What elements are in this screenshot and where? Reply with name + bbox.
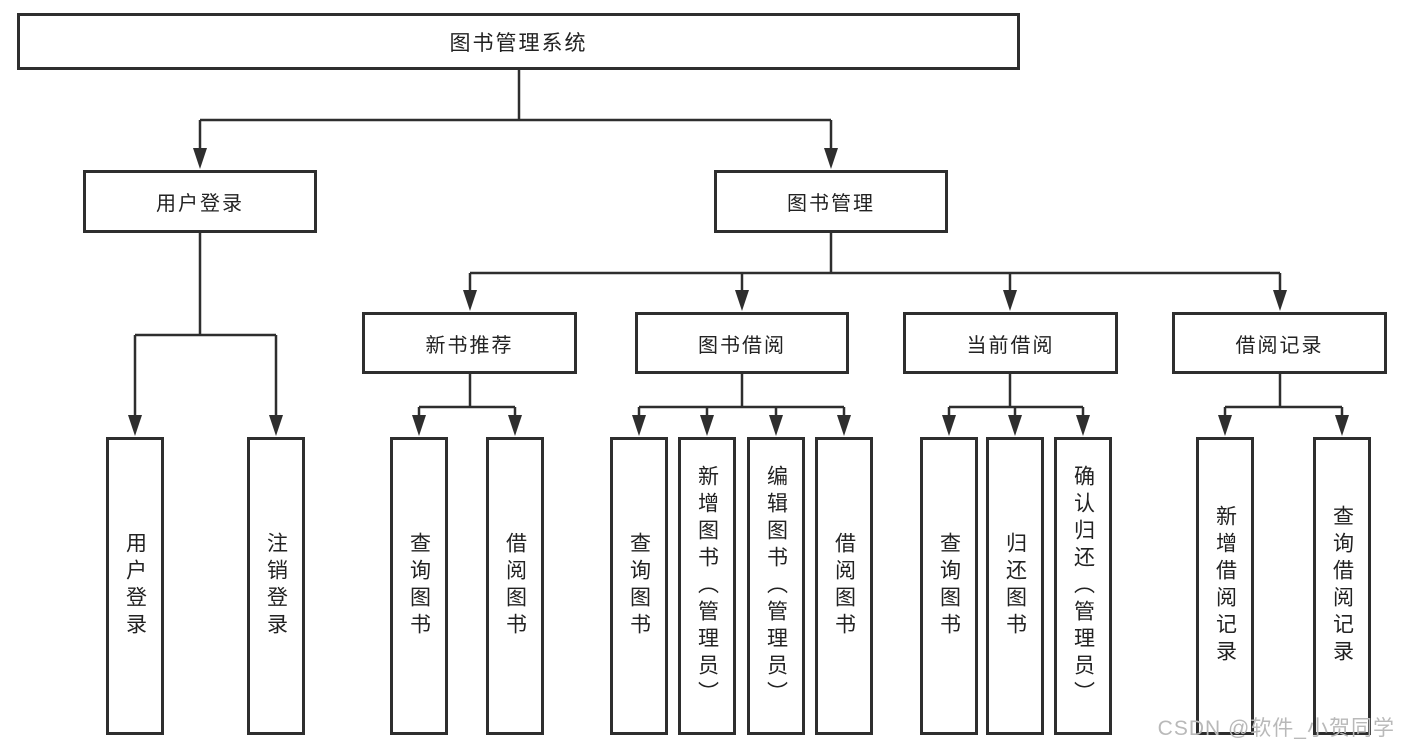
arrowhead-icon (508, 415, 522, 436)
leaf-add-book-admin: 新增图书（管理员） (678, 437, 736, 735)
node-new-book-recommend: 新书推荐 (362, 312, 577, 374)
arrowhead-icon (824, 148, 838, 169)
arrowhead-icon (1218, 415, 1232, 436)
arrowhead-icon (735, 290, 749, 311)
csdn-watermark: CSDN @软件_小贺同学 (1157, 717, 1395, 740)
arrowhead-icon (463, 290, 477, 311)
node-root: 图书管理系统 (17, 13, 1020, 70)
arrowhead-icon (269, 415, 283, 436)
arrowhead-icon (837, 415, 851, 436)
leaf-query-books-current: 查询图书 (920, 437, 978, 735)
arrowhead-icon (1335, 415, 1349, 436)
arrowhead-icon (1076, 415, 1090, 436)
leaf-user-login: 用户登录 (106, 437, 164, 735)
node-current-borrow: 当前借阅 (903, 312, 1118, 374)
arrowhead-icon (1003, 290, 1017, 311)
arrowhead-icon (1273, 290, 1287, 311)
arrowhead-icon (769, 415, 783, 436)
leaf-query-borrow-record: 查询借阅记录 (1313, 437, 1371, 735)
arrowhead-icon (128, 415, 142, 436)
leaf-confirm-return-admin: 确认归还（管理员） (1054, 437, 1112, 735)
arrowhead-icon (1008, 415, 1022, 436)
arrowhead-icon (632, 415, 646, 436)
arrowhead-icon (193, 148, 207, 169)
leaf-return-book: 归还图书 (986, 437, 1044, 735)
leaf-add-borrow-record: 新增借阅记录 (1196, 437, 1254, 735)
arrowhead-icon (942, 415, 956, 436)
leaf-borrow-books: 借阅图书 (815, 437, 873, 735)
leaf-logout: 注销登录 (247, 437, 305, 735)
leaf-borrow-books-recommend: 借阅图书 (486, 437, 544, 735)
arrowhead-icon (412, 415, 426, 436)
node-book-management: 图书管理 (714, 170, 948, 233)
leaf-query-books-recommend: 查询图书 (390, 437, 448, 735)
node-user-login: 用户登录 (83, 170, 317, 233)
node-borrow-records: 借阅记录 (1172, 312, 1387, 374)
leaf-query-books-borrow: 查询图书 (610, 437, 668, 735)
node-book-borrow: 图书借阅 (635, 312, 849, 374)
leaf-edit-book-admin: 编辑图书（管理员） (747, 437, 805, 735)
arrowhead-icon (700, 415, 714, 436)
